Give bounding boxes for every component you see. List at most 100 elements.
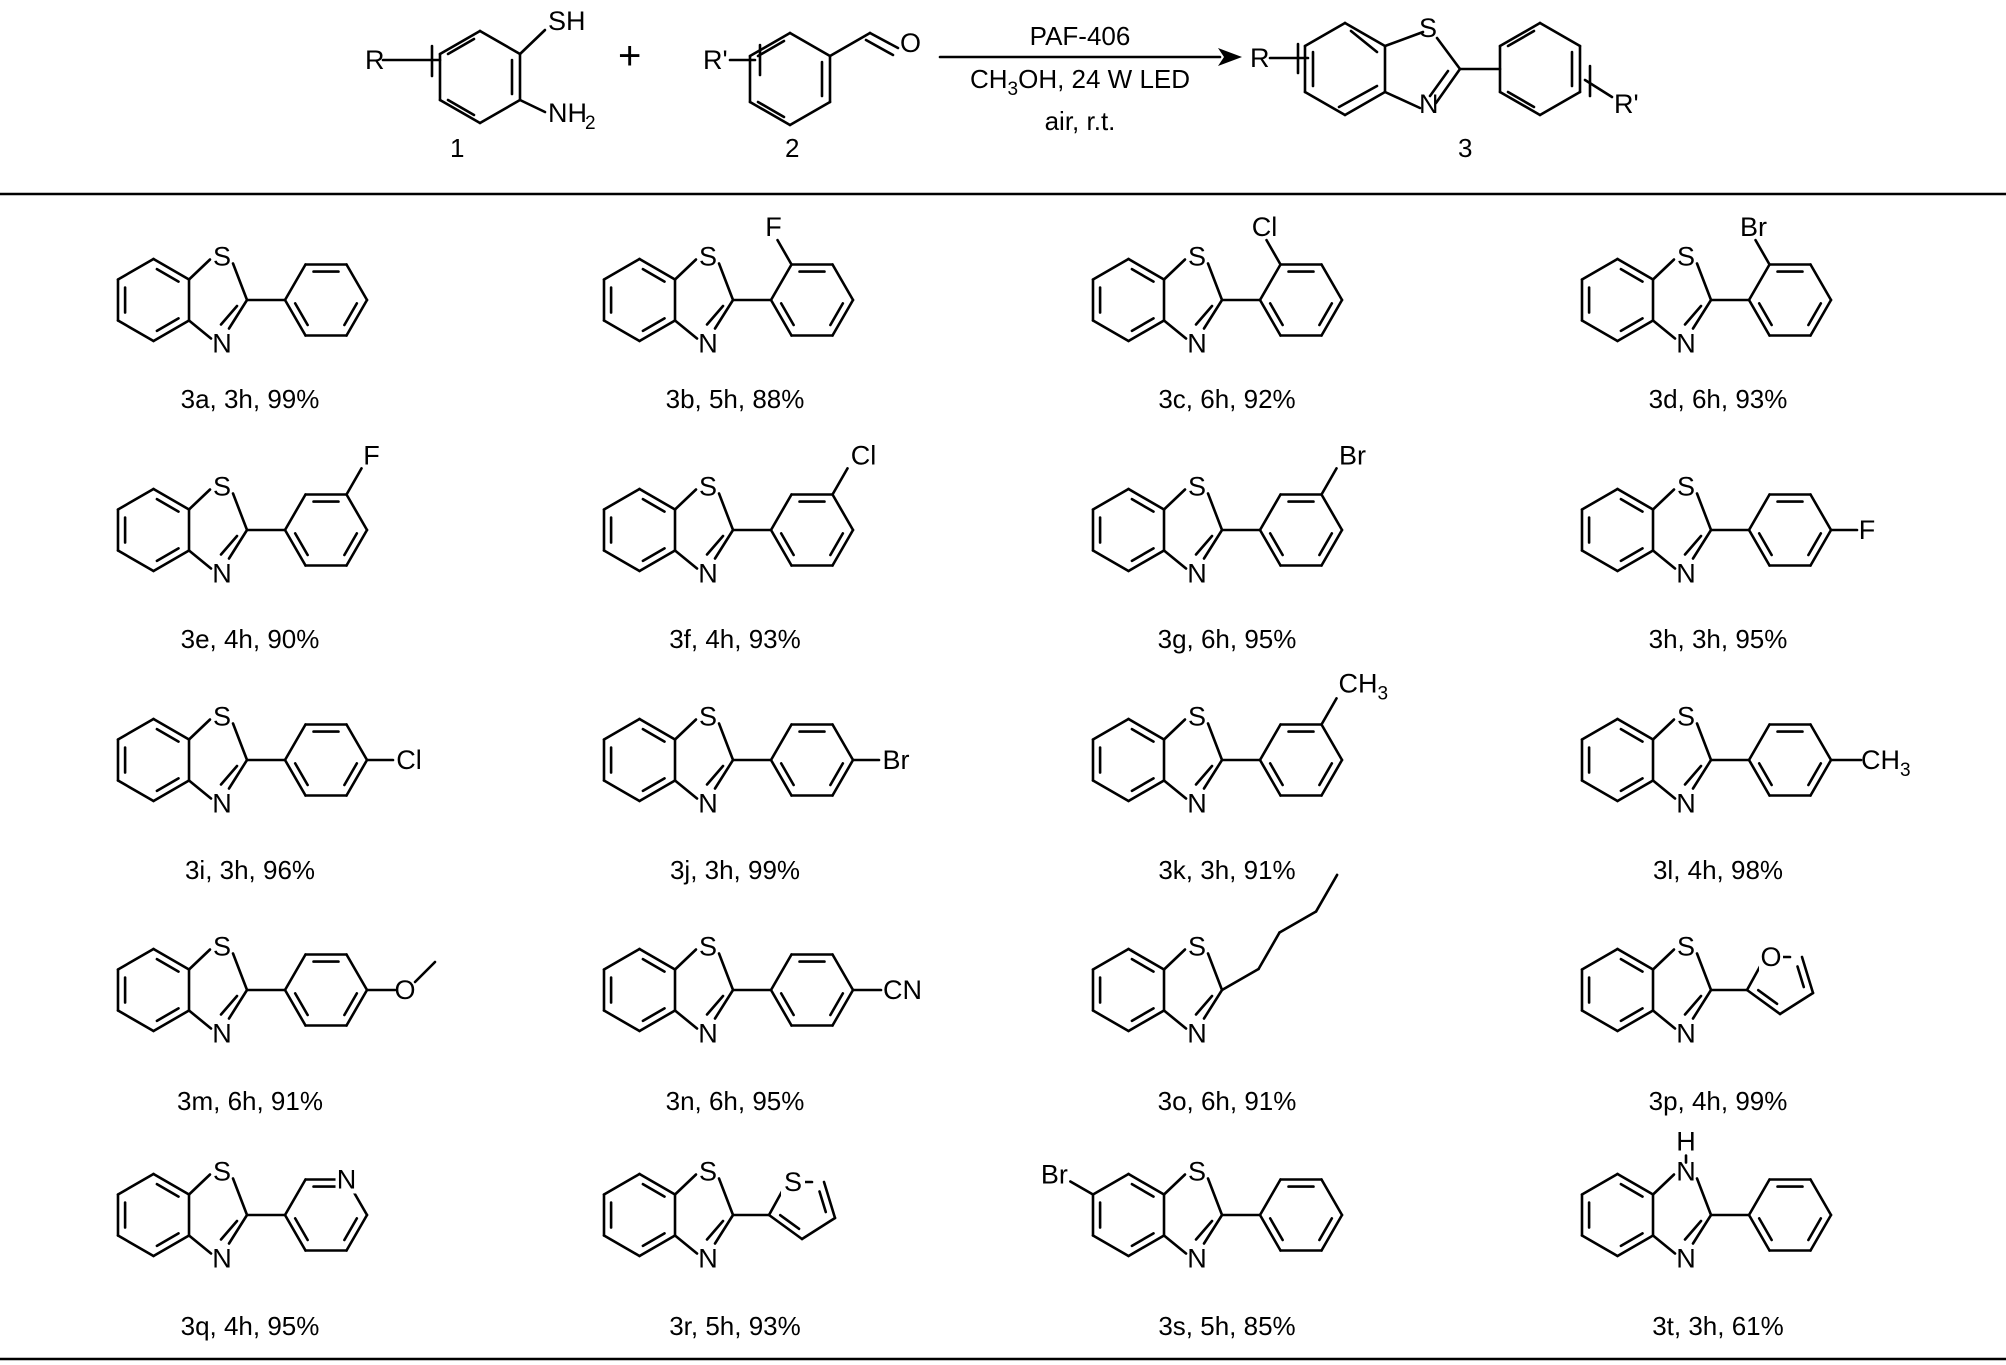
reactant-2: R' O 2	[703, 28, 921, 163]
reactant1-nh-label: NH	[548, 98, 587, 128]
product-caption: 3g, 6h, 95%	[1158, 624, 1297, 654]
atom-mask	[1759, 944, 1784, 972]
benzo-bond	[116, 1009, 155, 1033]
double-bond-inner	[1130, 317, 1155, 333]
substituent-bond	[831, 467, 849, 496]
n-atom: N	[698, 329, 718, 359]
product-caption: 3m, 6h, 91%	[177, 1086, 323, 1116]
ring-bond-s	[673, 258, 698, 281]
benzo-bond	[638, 319, 677, 343]
double-bond-inner	[155, 1007, 180, 1023]
double-bond-inner	[1807, 532, 1823, 557]
ring-bond-s-c2	[1695, 722, 1713, 762]
double-bond-inner	[1619, 1182, 1644, 1198]
n-atom: N	[1676, 1019, 1696, 1049]
phenyl-bond	[769, 988, 793, 1027]
s-atom: S	[1188, 1157, 1206, 1187]
ring-double-c2-n	[1683, 1219, 1703, 1241]
benzo-bond	[1616, 487, 1655, 511]
product-caption: 3r, 5h, 93%	[669, 1311, 801, 1341]
ring-bond-c2-n	[227, 758, 249, 790]
phenyl-bond	[831, 953, 855, 992]
ring-bond-n	[1162, 1234, 1188, 1255]
ring-bond-n	[1162, 319, 1188, 340]
n-atom: N	[698, 789, 718, 819]
benzo-bond	[602, 717, 641, 741]
double-bond-inner	[155, 1182, 180, 1198]
n-atom: N	[1187, 559, 1207, 589]
phenyl-bond	[831, 298, 855, 337]
phenyl-bond	[1809, 1213, 1833, 1252]
double-bond-inner	[155, 1232, 180, 1248]
n-atom: N	[1187, 789, 1207, 819]
phenyl-bond	[283, 953, 307, 992]
double-bond-inner	[641, 267, 666, 283]
ring-bond-s-c2	[1206, 262, 1224, 302]
phenyl-bond	[283, 758, 307, 797]
double-bond-inner	[779, 302, 795, 327]
phenyl-bond	[769, 953, 793, 992]
double-bond-inner	[155, 497, 180, 513]
double-bond-inner	[155, 547, 180, 563]
product-caption: 3h, 3h, 95%	[1649, 624, 1788, 654]
product-caption: 3k, 3h, 91%	[1158, 855, 1295, 885]
ring-double-c2-n	[1194, 534, 1214, 556]
benzo-bond	[1580, 1172, 1619, 1196]
benzo-bond	[1127, 257, 1166, 281]
benzo-bond	[1580, 779, 1619, 803]
n-atom: N	[1187, 329, 1207, 359]
product-caption: 3c, 6h, 92%	[1158, 384, 1295, 414]
benzo-bond	[1580, 947, 1619, 971]
ring-bond-n	[187, 319, 213, 340]
product-caption: 3b, 5h, 88%	[666, 384, 805, 414]
phenyl-bond	[769, 263, 793, 302]
benzo-bond	[1127, 1234, 1166, 1258]
phenyl-bond	[283, 1213, 307, 1252]
benzo-bond	[1580, 1234, 1619, 1258]
benzo-bond	[152, 487, 191, 511]
double-bond-inner	[779, 532, 795, 557]
benzo-bond	[638, 549, 677, 573]
s-atom: S	[1188, 932, 1206, 962]
double-bond-inner	[155, 957, 180, 973]
ring-bond-s	[1651, 718, 1676, 741]
double-bond-inner	[779, 762, 795, 787]
ring-bond-s	[1651, 948, 1676, 971]
benzo-bond	[1091, 549, 1130, 573]
ring-bond-s	[187, 488, 212, 511]
double-bond-inner	[293, 532, 309, 557]
s-atom: S	[1188, 472, 1206, 502]
fluoro-atom: F	[765, 212, 782, 242]
substituent-bond	[776, 238, 793, 266]
substituent-bond	[1257, 931, 1281, 971]
phenyl-bond	[769, 493, 793, 532]
benzo-bond	[152, 1009, 191, 1033]
benzo-bond	[1580, 549, 1619, 573]
phenyl-bond	[1809, 758, 1833, 797]
substituent-bond	[1320, 467, 1338, 496]
phenyl-bond	[1809, 1178, 1833, 1217]
ring-double-c2-n	[1194, 1219, 1214, 1241]
benzo-bond	[638, 257, 677, 281]
product-caption: 3e, 4h, 90%	[181, 624, 320, 654]
condition-atmosphere: air, r.t.	[1045, 106, 1116, 136]
bromo-atom: Br	[1041, 1160, 1068, 1190]
double-bond-inner	[779, 992, 795, 1017]
ring-bond-s	[187, 258, 212, 281]
double-bond-inner	[1268, 532, 1284, 557]
substituent-bond	[1265, 238, 1282, 266]
double-bond-inner	[829, 302, 845, 327]
product-caption: 3l, 4h, 98%	[1653, 855, 1783, 885]
ring-bond-c2-n	[1202, 1213, 1224, 1245]
reactant1-sh-label: SH	[548, 6, 586, 36]
benzo-bond	[602, 779, 641, 803]
ring-bond-s-c2	[717, 492, 735, 532]
phenyl-bond	[1320, 493, 1344, 532]
benzo-bond	[1091, 1234, 1130, 1258]
double-bond-inner	[1807, 762, 1823, 787]
